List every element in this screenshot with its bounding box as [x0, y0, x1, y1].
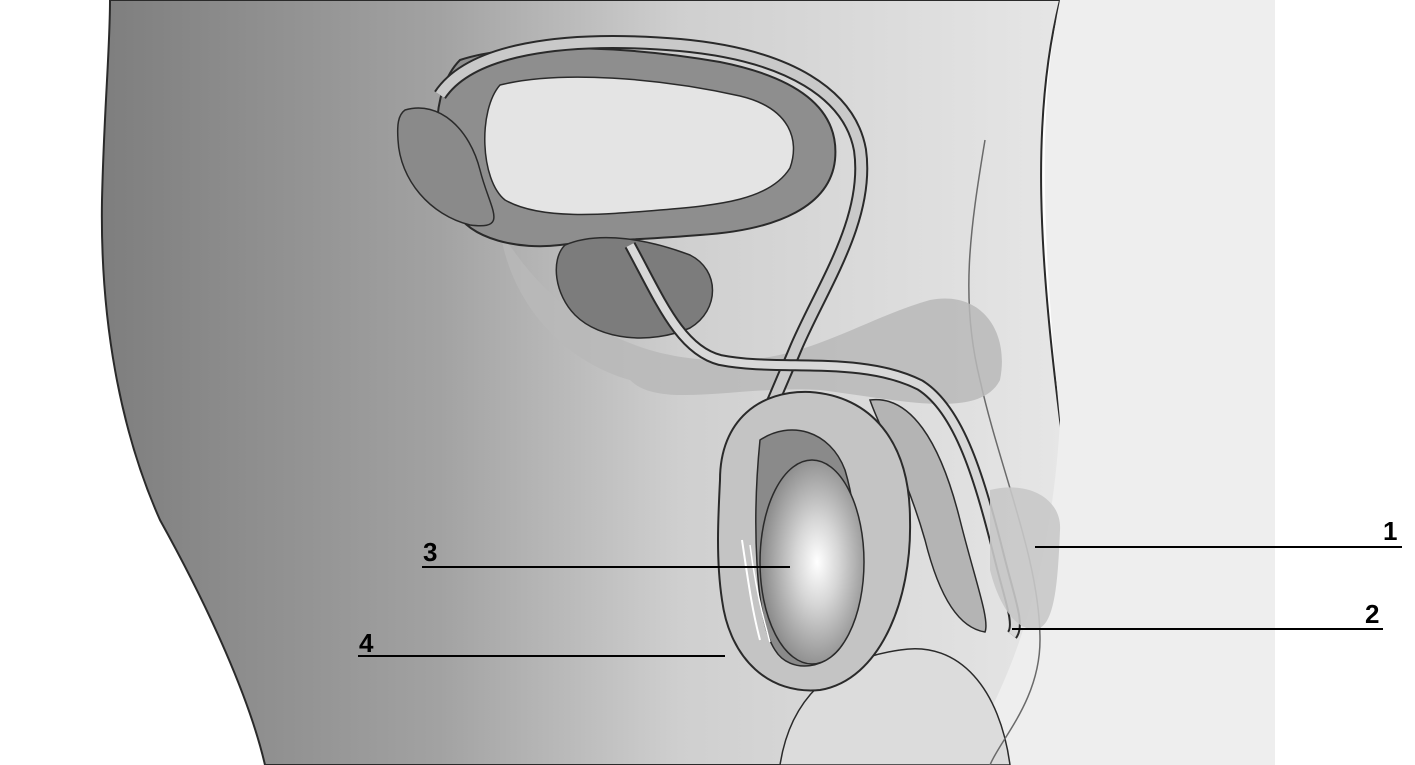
bladder — [437, 48, 836, 246]
callout-label-2: 2 — [1365, 601, 1379, 627]
callout-label-1: 1 — [1383, 518, 1397, 544]
testis — [760, 460, 864, 664]
scrotum — [718, 392, 910, 691]
callout-label-4: 4 — [359, 630, 373, 656]
callout-label-3: 3 — [423, 539, 437, 565]
